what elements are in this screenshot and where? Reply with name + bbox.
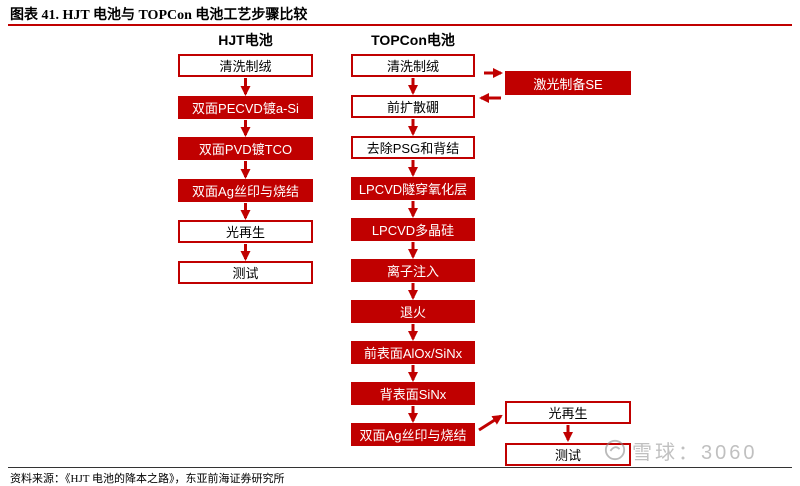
topcon-step-6-box: 离子注入 <box>351 259 475 282</box>
hjt-step-6-box: 测试 <box>178 261 313 284</box>
topcon-step-7-box: 退火 <box>351 300 475 323</box>
footer-rule <box>8 467 792 468</box>
topcon-column-header: TOPCon电池 <box>371 32 455 48</box>
source-note: 资料来源：《HJT 电池的降本之路》，东亚前海证券研究所 <box>10 473 285 485</box>
topcon-to-tail-arrow <box>478 414 503 432</box>
topcon-step-10-box: 双面Ag丝印与烧结 <box>351 423 475 446</box>
topcon-step-9-box: 背表面SiNx <box>351 382 475 405</box>
topcon-tail-step-1-box: 光再生 <box>505 401 631 424</box>
figure-title: 图表 41. HJT 电池与 TOPCon 电池工艺步骤比较 <box>10 8 308 23</box>
topcon-tail-step-2-box: 测试 <box>505 443 631 466</box>
topcon-step-3-box: 去除PSG和背结 <box>351 136 475 159</box>
topcon-step-5-box: LPCVD多晶硅 <box>351 218 475 241</box>
topcon-step-4-box: LPCVD隧穿氧化层 <box>351 177 475 200</box>
hjt-step-5-box: 光再生 <box>178 220 313 243</box>
topcon-step-2-box: 前扩散硼 <box>351 95 475 118</box>
hjt-step-2-box: 双面PECVD镀a-Si <box>178 96 313 119</box>
hjt-step-3-box: 双面PVD镀TCO <box>178 137 313 160</box>
hjt-step-1-box: 清洗制绒 <box>178 54 313 77</box>
topcon-step-8-box: 前表面AlOx/SiNx <box>351 341 475 364</box>
topcon-step-1-box: 清洗制绒 <box>351 54 475 77</box>
hjt-column-header: HJT电池 <box>218 32 273 48</box>
watermark-text: 雪球：3060 <box>632 441 758 464</box>
title-rule <box>8 24 792 26</box>
hjt-step-4-box: 双面Ag丝印与烧结 <box>178 179 313 202</box>
topcon-laser-se-box: 激光制备SE <box>505 71 631 95</box>
